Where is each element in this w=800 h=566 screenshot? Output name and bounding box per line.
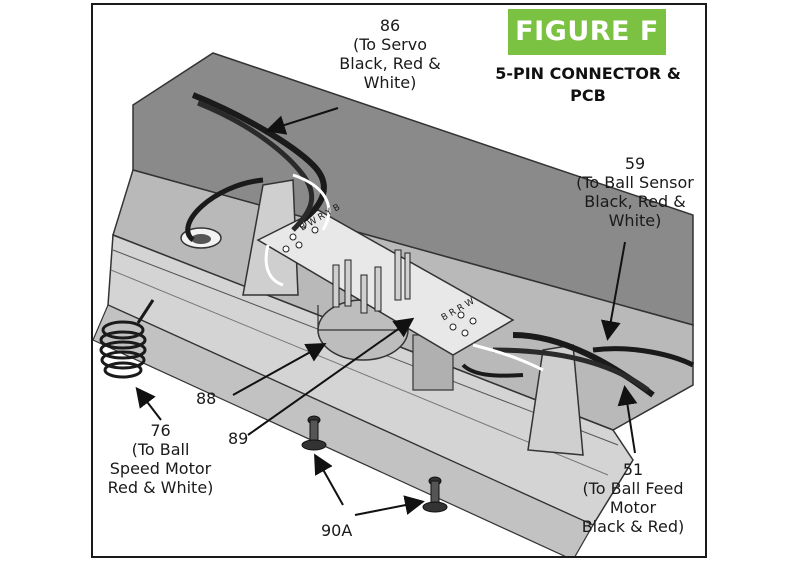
callout-number: 89 [228,429,249,448]
callout-number: 76 [150,421,171,440]
callout-88: 88 [196,389,216,408]
figure-subtitle: 5-PIN CONNECTOR & PCB [478,63,698,107]
leader-86 [265,107,339,135]
callout-text: Motor [609,498,657,517]
callout-text: Black, Red & [339,54,441,73]
callout-76: 76 (To Ball Speed Motor Red & White) [98,421,223,497]
figure-badge: FIGURE F [508,9,666,55]
leader-90a-right [354,495,425,516]
leader-76 [135,386,162,421]
callout-number: 90A [321,521,353,540]
pcb-pads [282,221,477,337]
screw-90a-right [422,476,448,513]
figure-frame: B W R Y B B R R W FIGURE F 5-PIN CONNECT… [91,3,707,558]
callout-text: (To Ball Sensor [576,173,694,192]
connector-pins [332,249,411,314]
callout-text: White) [363,73,417,92]
pcb-board [256,209,515,356]
callout-text: Black, Red & [584,192,686,211]
leader-89 [247,317,415,436]
callout-text: (To Servo [352,35,427,54]
callout-text: (To Ball [131,440,190,459]
channel-front-lip [107,233,634,526]
spring-76 [99,299,155,379]
screw-90a-left [301,415,327,451]
callout-89: 89 [228,429,248,448]
subtitle-line: 5-PIN CONNECTOR & [495,64,681,83]
callout-51: 51 (To Ball Feed Motor Black & Red) [563,460,703,536]
callout-text: White) [608,211,662,230]
leader-88 [232,343,327,396]
assembly-illustration [93,52,695,556]
callout-86: 86 (To Servo Black, Red & White) [330,16,450,92]
callout-90a: 90A [321,521,352,540]
callout-number: 86 [379,16,401,35]
wire-51 [592,346,695,368]
leader-90a-left [314,453,344,506]
channel-rim [93,304,594,556]
subtitle-line: PCB [570,86,606,105]
callout-text: Speed Motor [109,459,212,478]
callout-59: 59 (To Ball Sensor Black, Red & White) [565,154,705,230]
callout-text: Black & Red) [581,517,685,536]
callout-number: 59 [624,154,646,173]
callout-number: 88 [196,389,217,408]
callout-text: (To Ball Feed [582,479,684,498]
leader-59 [600,241,626,341]
wire-86-black [191,92,327,223]
callout-text: Red & White) [107,478,214,497]
callout-number: 51 [622,460,644,479]
leader-51 [617,385,638,454]
